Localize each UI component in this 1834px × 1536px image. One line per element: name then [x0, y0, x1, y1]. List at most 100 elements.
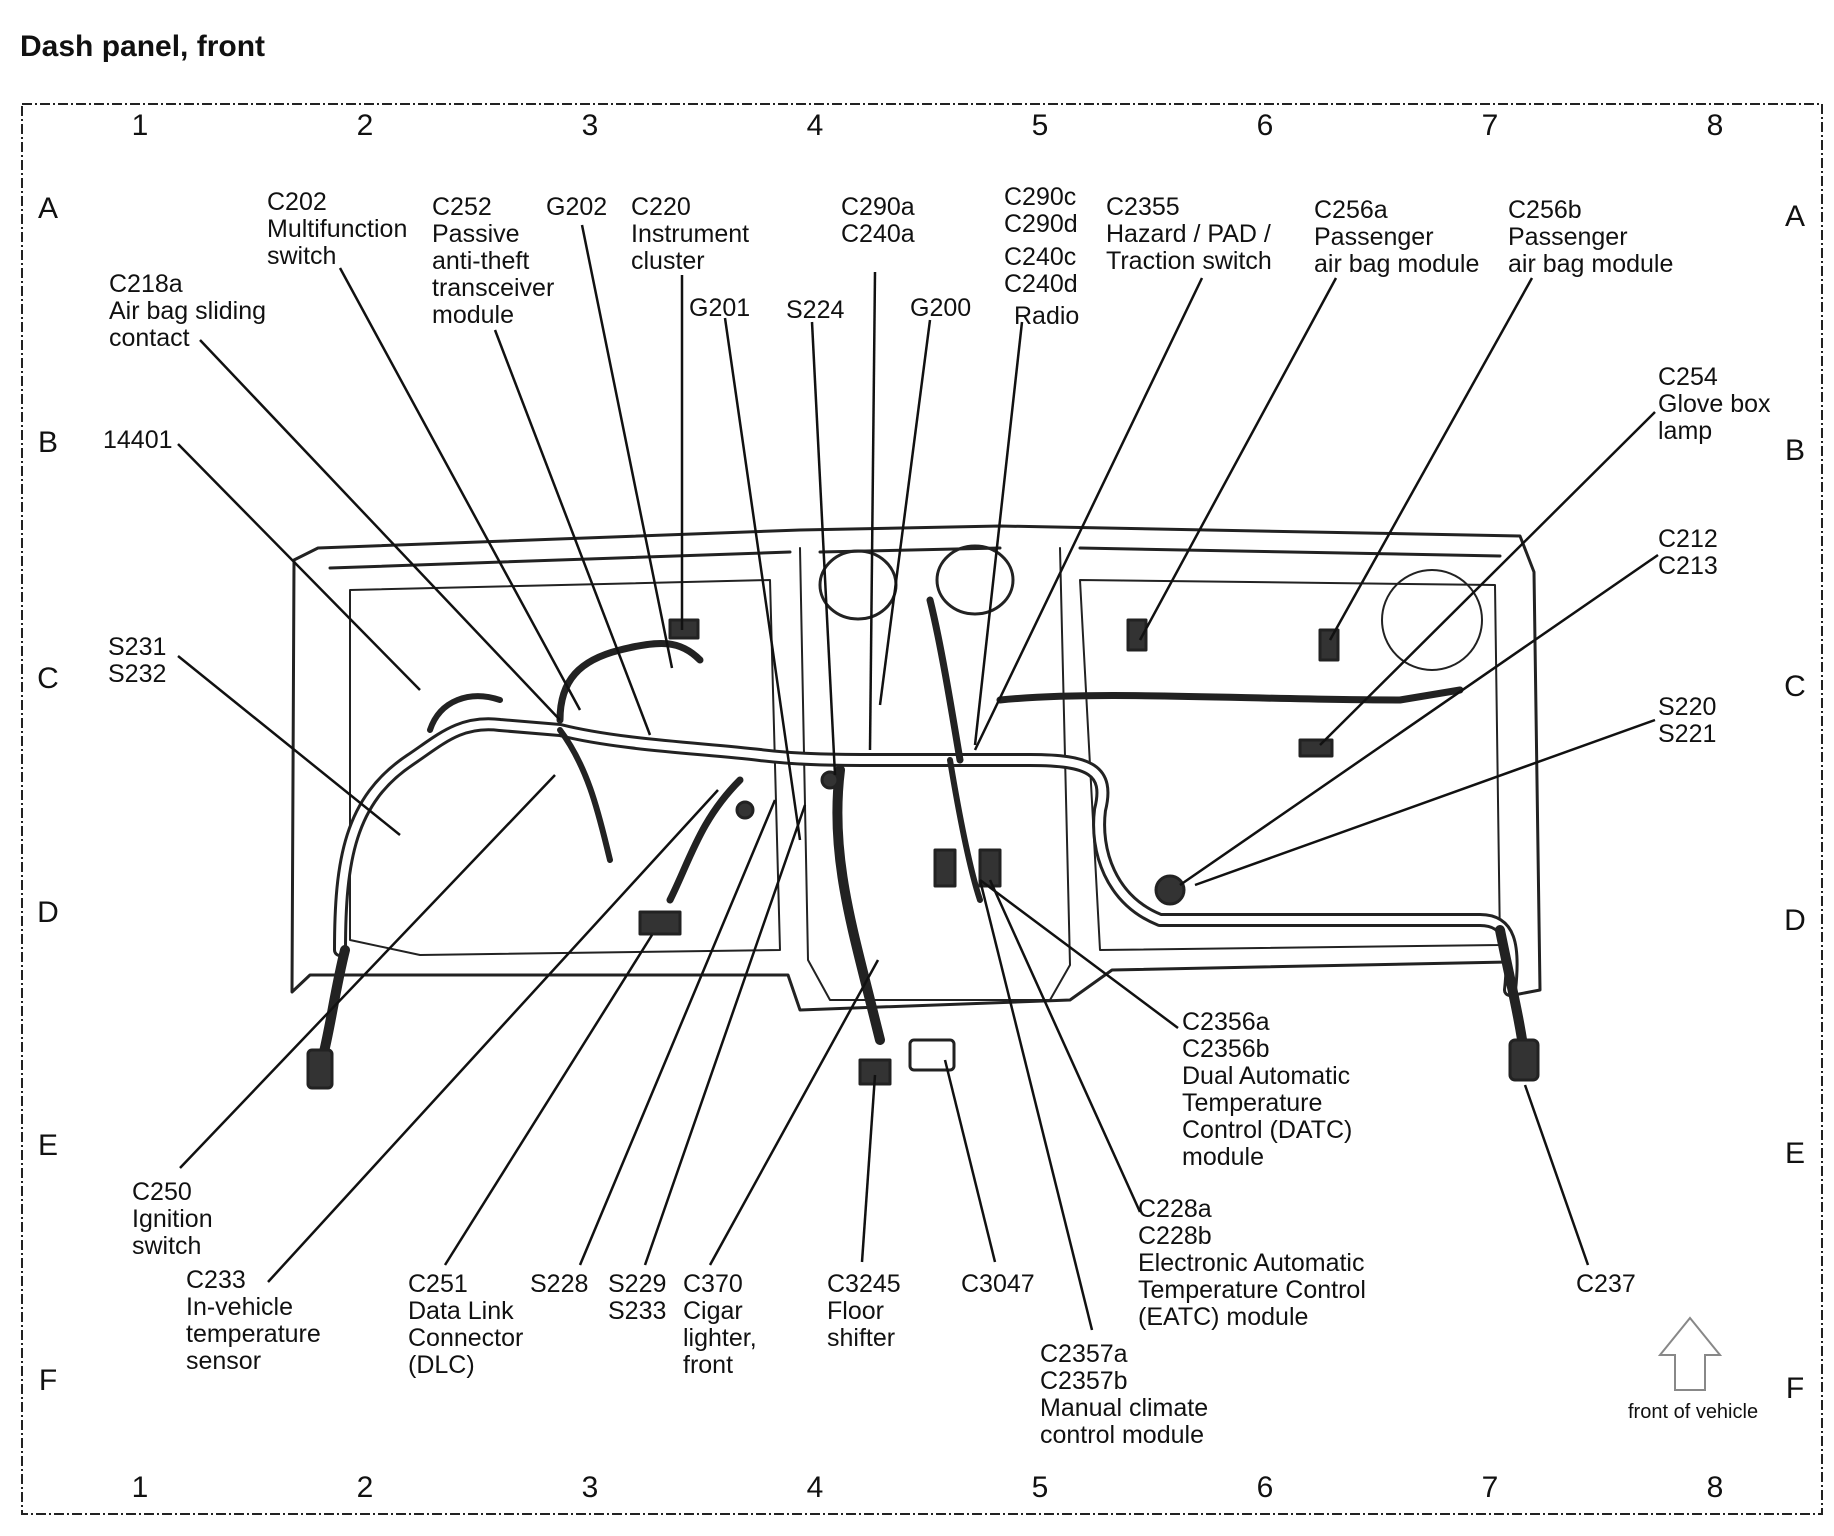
leader-c3047 [943, 1059, 997, 1263]
hazard-connector [1126, 618, 1148, 652]
callout-s231-line-0: S231 [108, 633, 166, 661]
callout-c251-line-0: C251 [408, 1270, 468, 1298]
callout-c3245-line-2: shifter [827, 1324, 895, 1352]
callout-c254-line-0: C254 [1658, 363, 1718, 391]
grid-row-A-right: A [1785, 200, 1805, 233]
callout-c290a-line-0: C290a [841, 193, 915, 221]
callout-c220-line-0: C220 [631, 193, 691, 221]
callout-c218a-line-2: contact [109, 324, 190, 352]
dash-inner-left [349, 579, 781, 956]
callout-c252-line-3: transceiver [432, 274, 554, 302]
callout-c2357-line-1: C2357b [1040, 1367, 1128, 1395]
callout-c212-line-0: C212 [1658, 525, 1718, 553]
callout-c240c-line-1: C240d [1004, 270, 1078, 298]
callout-g201-line-0: G201 [689, 294, 750, 322]
callout-g200-line-0: G200 [910, 294, 971, 322]
callout-c3245-line-1: Floor [827, 1297, 884, 1325]
leader-c254 [1319, 411, 1656, 746]
callout-c250-line-1: Ignition [132, 1205, 213, 1233]
callout-g200: G200 [910, 294, 971, 322]
callout-c370-line-1: Cigar [683, 1297, 743, 1325]
grid-column-1-top: 1 [132, 109, 149, 142]
grid-column-6-top: 6 [1257, 109, 1274, 142]
grid-column-2-top: 2 [357, 109, 374, 142]
callout-c2355-line-0: C2355 [1106, 193, 1180, 221]
callout-c240c-line-0: C240c [1004, 243, 1076, 271]
callout-c220-line-2: cluster [631, 247, 705, 275]
grid-row-B-left: B [38, 426, 58, 459]
callout-c254-line-1: Glove box [1658, 390, 1771, 418]
callout-c256a-line-0: C256a [1314, 196, 1388, 224]
glove-lamp-connector [1298, 738, 1334, 758]
leader-c2356 [979, 878, 1179, 1030]
callout-c3047-line-0: C3047 [961, 1270, 1035, 1298]
callout-c233-line-3: sensor [186, 1347, 261, 1375]
leader-c218a [199, 339, 561, 721]
leader-c202 [338, 267, 582, 711]
leader-s228 [578, 799, 777, 1266]
callout-s220-line-0: S220 [1658, 693, 1716, 721]
leader-s220 [1194, 718, 1656, 887]
callout-c2356-line-3: Temperature [1182, 1089, 1322, 1117]
callout-s220-line-1: S221 [1658, 720, 1716, 748]
dash-outline [290, 524, 1542, 1012]
callout-c237-line-0: C237 [1576, 1270, 1636, 1298]
leader-s229 [643, 804, 807, 1266]
leader-c252 [493, 329, 652, 736]
callout-c228-line-2: Electronic Automatic [1138, 1249, 1365, 1277]
callout-c228-line-4: (EATC) module [1138, 1303, 1308, 1331]
callout-s224: S224 [786, 296, 844, 324]
callout-c250-line-2: switch [132, 1232, 201, 1260]
grid-column-4-top: 4 [807, 109, 824, 142]
callout-c2357-line-2: Manual climate [1040, 1394, 1208, 1422]
callout-radio-line-0: Radio [1014, 302, 1079, 330]
grid-column-5-bottom: 5 [1032, 1471, 1049, 1504]
leader-lines [177, 224, 1659, 1331]
harness-upper-right [926, 596, 1464, 764]
leader-c3245 [860, 1074, 877, 1263]
grid-row-D-left: D [37, 896, 59, 929]
callout-c2355-line-1: Hazard / PAD / [1106, 220, 1271, 248]
leader-c212 [1179, 553, 1659, 887]
grid-column-3-bottom: 3 [582, 1471, 599, 1504]
grid-column-8-bottom: 8 [1707, 1471, 1724, 1504]
callout-c212-line-1: C213 [1658, 552, 1718, 580]
center-console [799, 547, 1071, 1001]
callout-c3245-line-0: C3245 [827, 1270, 901, 1298]
callout-c254-line-2: lamp [1658, 417, 1712, 445]
callout-c251-line-3: (DLC) [408, 1351, 475, 1379]
callout-c370-line-3: front [683, 1351, 733, 1379]
vent-right [935, 544, 1015, 616]
callout-s229-line-1: S233 [608, 1297, 666, 1325]
callout-c256a-line-2: air bag module [1314, 250, 1479, 278]
callout-c2356-line-1: C2356b [1182, 1035, 1270, 1063]
leader-c251 [443, 934, 654, 1266]
front-of-vehicle-label: front of vehicle [1628, 1401, 1758, 1423]
vent-left [818, 549, 898, 621]
c3047-connector [908, 1038, 956, 1072]
s224-splice [820, 770, 840, 790]
grid-column-1-bottom: 1 [132, 1471, 149, 1504]
page-title: Dash panel, front [20, 30, 266, 63]
callout-c228-line-0: C228a [1138, 1195, 1212, 1223]
callout-g202-line-0: G202 [546, 193, 607, 221]
callout-n14401-line-0: 14401 [103, 426, 173, 454]
callout-c251-line-1: Data Link [408, 1297, 514, 1325]
callout-c220-line-1: Instrument [631, 220, 749, 248]
c220-connector [668, 618, 700, 640]
callout-c228-line-3: Temperature Control [1138, 1276, 1366, 1304]
